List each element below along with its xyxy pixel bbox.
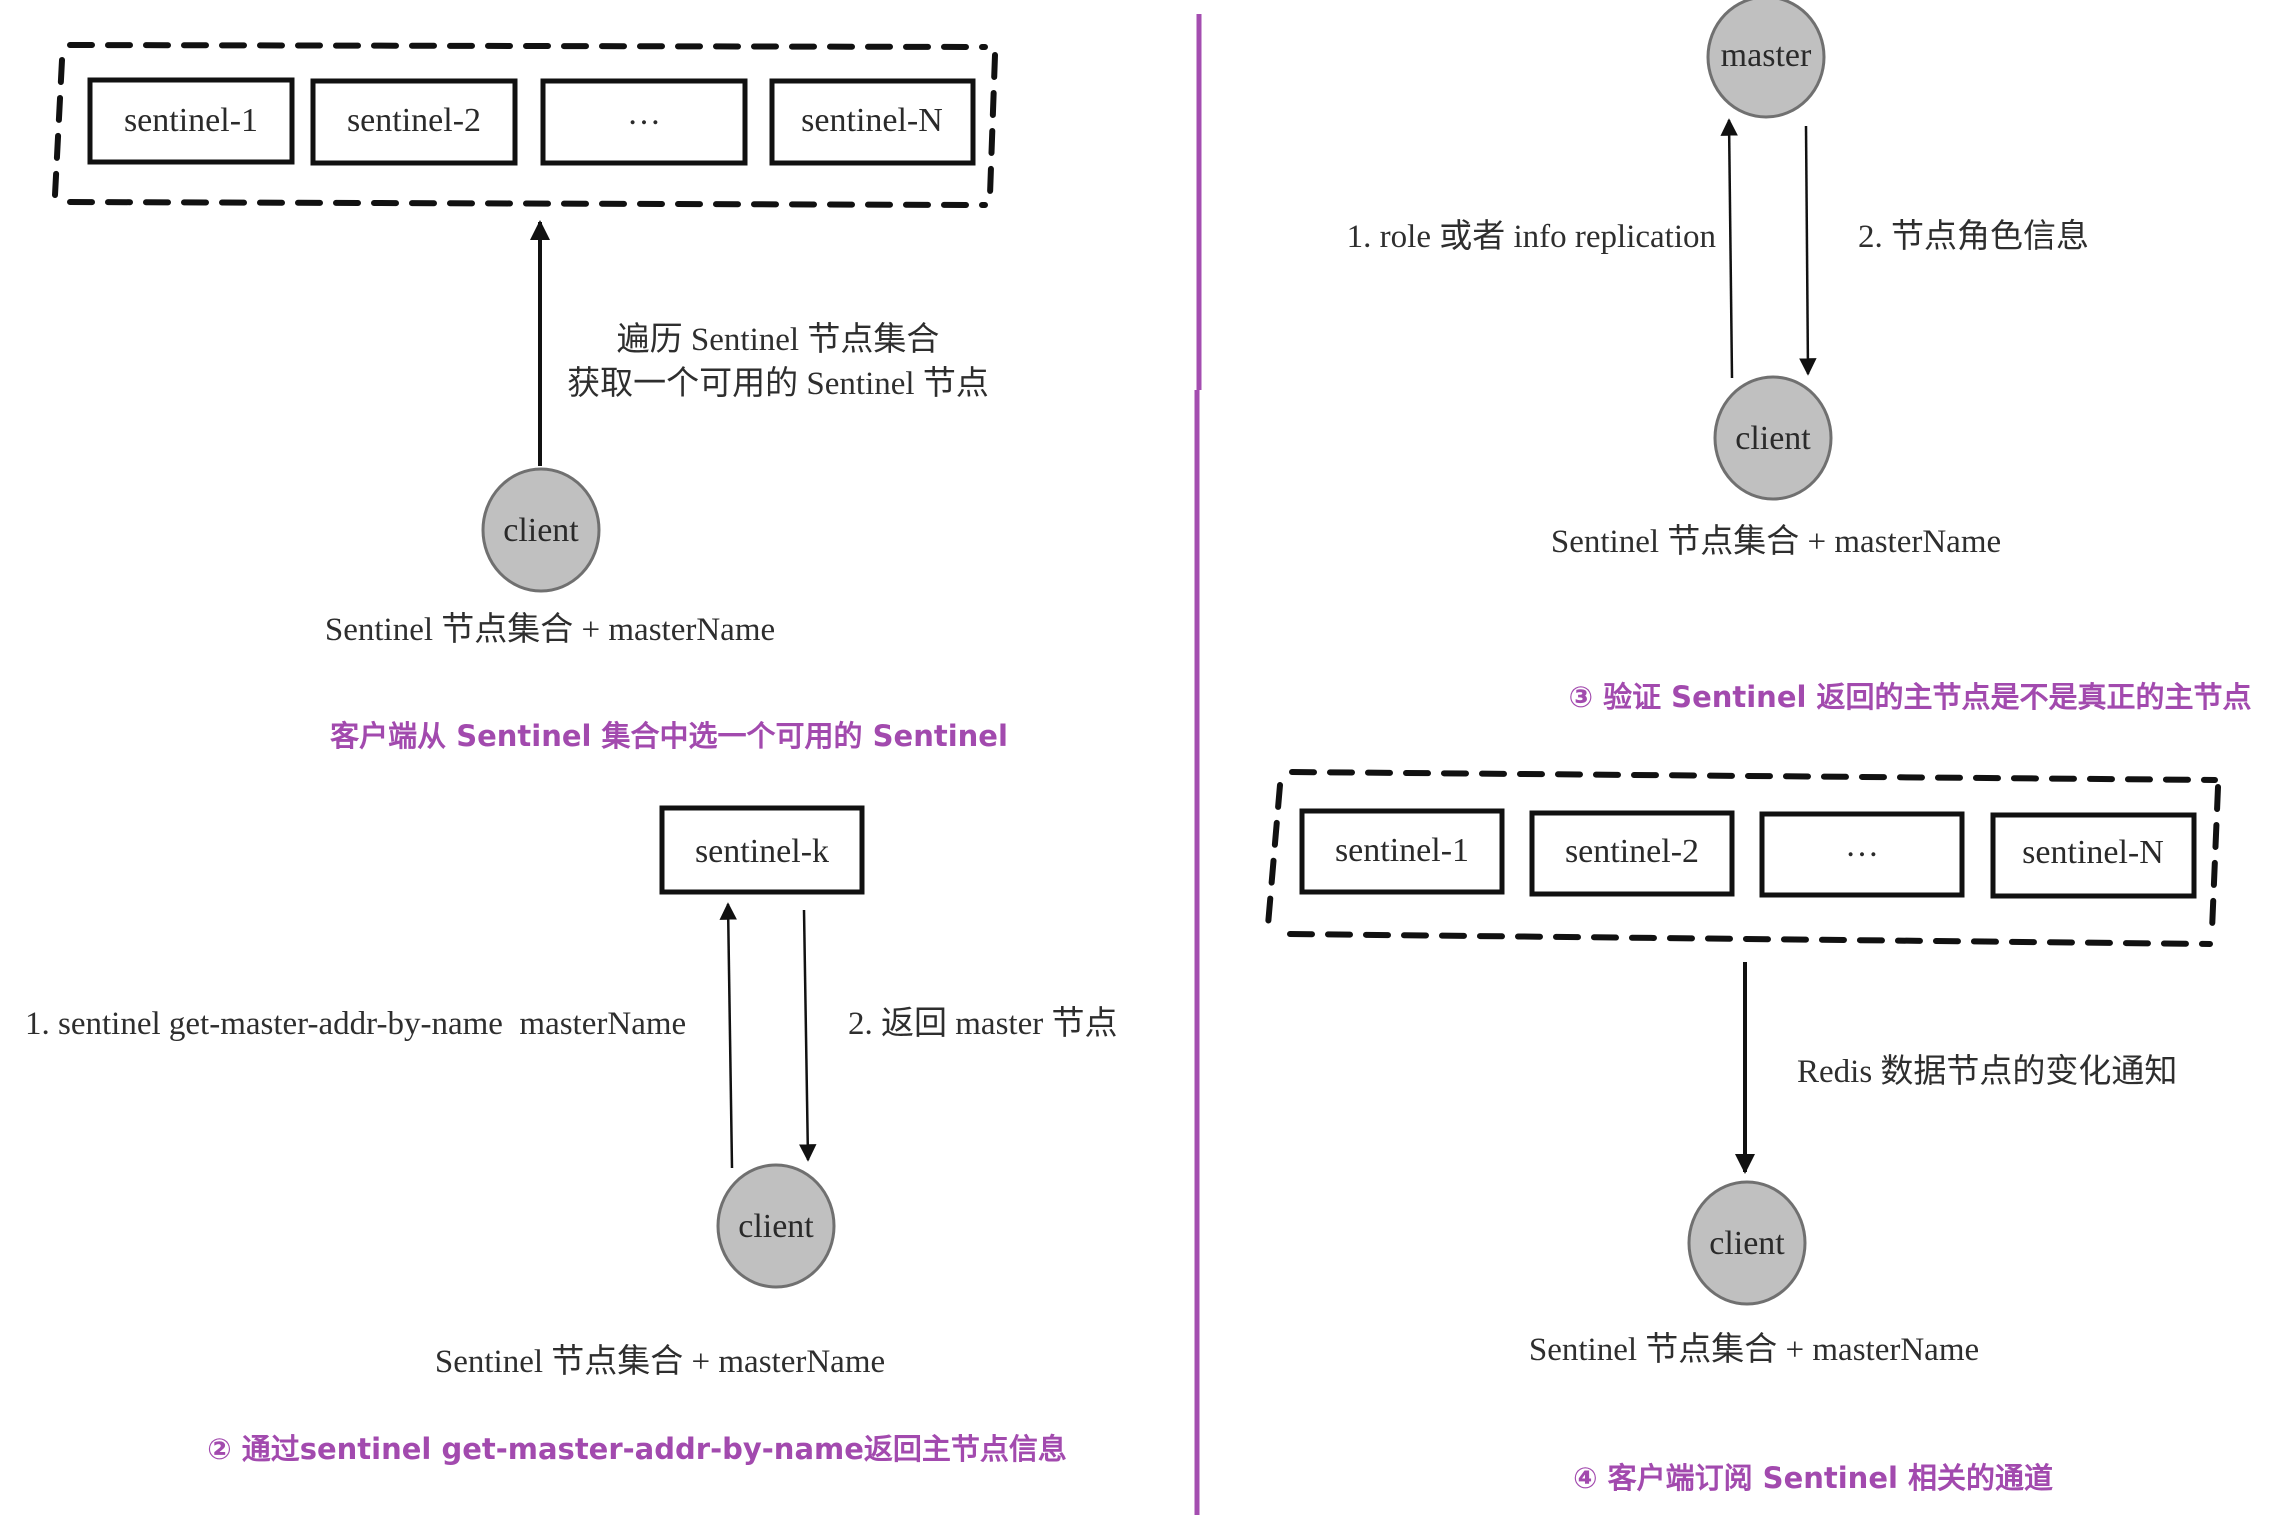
client-node — [1687, 1180, 1807, 1306]
sentinel-box — [1299, 808, 1505, 895]
request-label: 1. sentinel get-master-addr-by-name mast… — [25, 1006, 686, 1042]
sentinel-label: … — [627, 95, 661, 132]
sentinel-label: sentinel-1 — [1335, 832, 1469, 869]
sentinel-label: sentinel-N — [2022, 834, 2164, 871]
client-node — [1713, 375, 1833, 501]
request-label: 1. role 或者 info replication — [1347, 218, 1716, 255]
sentinel-box — [1990, 812, 2197, 899]
request-arrow — [719, 902, 737, 1169]
client-node — [716, 1163, 836, 1289]
sentinel-node: sentinel-1 — [87, 77, 295, 165]
sentinel-k-label: sentinel-k — [695, 833, 829, 870]
sentinel-k-box — [659, 805, 865, 895]
client-label: client — [503, 512, 579, 549]
response-label: 2. 节点角色信息 — [1858, 218, 2089, 255]
arrow-label-line-1: 遍历 Sentinel 节点集合 — [617, 321, 940, 358]
panel-3: master 1. role 或者 info replication 2. 节点… — [1347, 0, 2252, 714]
panel-caption: ② 通过sentinel get-master-addr-by-name返回主节… — [207, 1432, 1067, 1466]
arrow-label: Redis 数据节点的变化通知 — [1797, 1053, 2177, 1090]
client-label: client — [1709, 1225, 1785, 1262]
sentinel-box — [310, 78, 518, 166]
sentinel-group-outline — [52, 42, 998, 208]
sentinel-node: … — [1759, 811, 1965, 898]
client-node — [481, 467, 601, 593]
sentinel-group-outline — [1265, 769, 2221, 947]
client-caption: Sentinel 节点集合 + masterName — [435, 1343, 885, 1380]
sentinel-box — [540, 78, 748, 166]
panel-1: sentinel-1 sentinel-2 … sentinel-N 遍历 Se… — [52, 42, 1008, 753]
client-caption: Sentinel 节点集合 + masterName — [1529, 1331, 1979, 1368]
panel-caption: 客户端从 Sentinel 集合中选一个可用的 Sentinel — [330, 719, 1008, 753]
sentinel-node: sentinel-1 — [1299, 808, 1505, 895]
panel-2: sentinel-k 1. sentinel get-master-addr-b… — [25, 805, 1117, 1466]
client-label: client — [738, 1208, 814, 1245]
panel-caption: ③ 验证 Sentinel 返回的主节点是不是真正的主节点 — [1568, 680, 2251, 714]
response-arrow — [1799, 125, 1817, 376]
sentinel-label: … — [1845, 827, 1879, 864]
sentinel-node: sentinel-N — [769, 78, 976, 166]
master-label: master — [1721, 37, 1812, 74]
sentinel-label: sentinel-1 — [124, 102, 258, 139]
sentinel-label: sentinel-2 — [347, 102, 481, 139]
arrow-label-line-2: 获取一个可用的 Sentinel 节点 — [567, 365, 989, 402]
sentinel-node: sentinel-2 — [310, 78, 518, 166]
sentinel-node: sentinel-N — [1990, 812, 2197, 899]
sentinel-node: sentinel-2 — [1529, 810, 1735, 897]
sentinel-label: sentinel-N — [801, 102, 943, 139]
master-node — [1706, 0, 1826, 119]
sentinel-box — [87, 77, 295, 165]
client-label: client — [1735, 420, 1811, 457]
sentinel-label: sentinel-2 — [1565, 833, 1699, 870]
sentinel-box — [769, 78, 976, 166]
request-arrow — [1720, 118, 1738, 379]
panel-caption: ④ 客户端订阅 Sentinel 相关的通道 — [1573, 1461, 2053, 1495]
response-arrow — [798, 909, 817, 1162]
response-label: 2. 返回 master 节点 — [848, 1006, 1117, 1042]
sentinel-node: … — [540, 78, 748, 166]
panel-4: sentinel-1 sentinel-2 … sentinel-N Redis… — [1265, 769, 2221, 1495]
sentinel-box — [1529, 810, 1735, 897]
client-caption: Sentinel 节点集合 + masterName — [1551, 523, 2001, 560]
client-caption: Sentinel 节点集合 + masterName — [325, 611, 775, 648]
sentinel-box — [1759, 811, 1965, 898]
